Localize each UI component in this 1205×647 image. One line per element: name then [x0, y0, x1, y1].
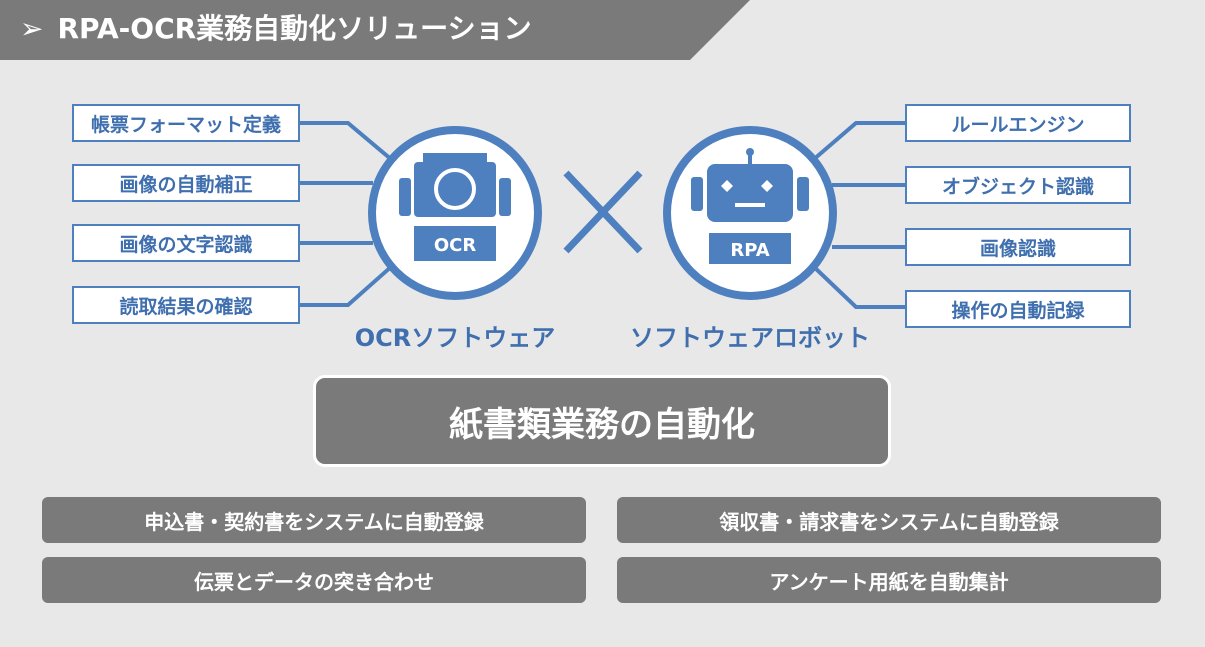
- rpa-connector-1: [811, 121, 905, 162]
- arrow-bullet-icon: ➢: [20, 12, 44, 45]
- page-title-text: RPA-OCR業務自動化ソリューション: [57, 12, 532, 45]
- rpa-connectors: [811, 121, 905, 309]
- ocr-badge-label: OCR: [434, 235, 477, 256]
- rpa-connector-4: [811, 264, 905, 309]
- page-title: ➢ RPA-OCR業務自動化ソリューション: [20, 0, 532, 60]
- usecase-2: 領収書・請求書をシステムに自動登録: [617, 497, 1161, 543]
- rpa-feature-3: 画像認識: [905, 228, 1131, 266]
- ocr-connectors: [300, 121, 394, 307]
- robot-icon: [691, 148, 809, 222]
- ocr-feature-2: 画像の自動補正: [72, 164, 300, 202]
- ocr-connector-1: [300, 121, 394, 162]
- rpa-feature-2: オブジェクト認識: [905, 166, 1131, 204]
- rpa-badge-label: RPA: [730, 240, 769, 261]
- usecase-1: 申込書・契約書をシステムに自動登録: [42, 497, 586, 543]
- ocr-software-label: OCRソフトウェア: [354, 324, 556, 352]
- rpa-feature-1: ルールエンジン: [905, 104, 1131, 142]
- cross-icon: [563, 170, 643, 254]
- ocr-connector-4: [300, 264, 394, 307]
- usecase-3: 伝票とデータの突き合わせ: [42, 557, 586, 603]
- ocr-feature-3: 画像の文字認識: [72, 224, 300, 262]
- title-banner: [0, 0, 750, 60]
- rpa-badge: [709, 233, 791, 264]
- result-box: 紙書類業務の自動化: [313, 375, 891, 467]
- ocr-feature-4: 読取結果の確認: [72, 286, 300, 324]
- usecase-4: アンケート用紙を自動集計: [617, 557, 1161, 603]
- software-robot-label: ソフトウェアロボット: [630, 324, 870, 352]
- camera-icon: [399, 153, 511, 217]
- ocr-badge: [414, 226, 496, 261]
- ocr-feature-1: 帳票フォーマット定義: [72, 104, 300, 142]
- rpa-feature-4: 操作の自動記録: [905, 290, 1131, 328]
